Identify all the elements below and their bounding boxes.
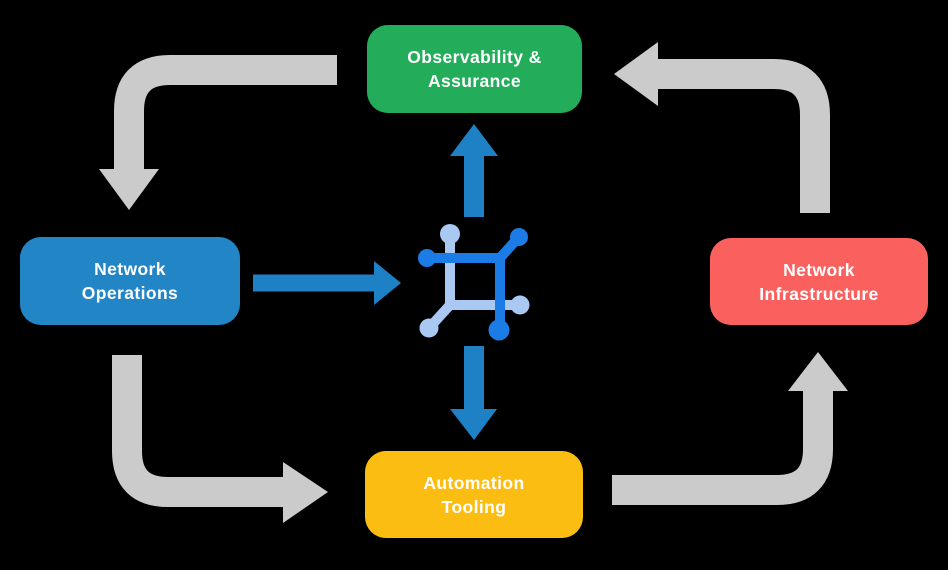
node-automation-tooling-label: Automation Tooling <box>423 472 525 517</box>
node-network-infrastructure-label: Network Infrastructure <box>759 259 879 304</box>
node-network-infrastructure: Network Infrastructure <box>710 238 928 325</box>
arrow-center-to-observability <box>450 124 498 217</box>
arrow-observability-to-operations <box>99 55 337 210</box>
node-automation-tooling: Automation Tooling <box>365 451 583 538</box>
arrow-infrastructure-to-observability <box>614 42 830 213</box>
arrow-operations-to-center <box>253 261 401 305</box>
arrow-center-to-automation <box>450 346 497 440</box>
arrow-operations-to-automation <box>112 355 328 523</box>
node-observability-assurance: Observability & Assurance <box>367 25 582 113</box>
node-network-operations: Network Operations <box>20 237 240 325</box>
node-observability-assurance-label: Observability & Assurance <box>407 47 542 91</box>
node-network-operations-label: Network Operations <box>81 259 179 303</box>
network-grid-icon <box>418 224 530 341</box>
arrow-automation-to-infrastructure <box>612 352 848 505</box>
